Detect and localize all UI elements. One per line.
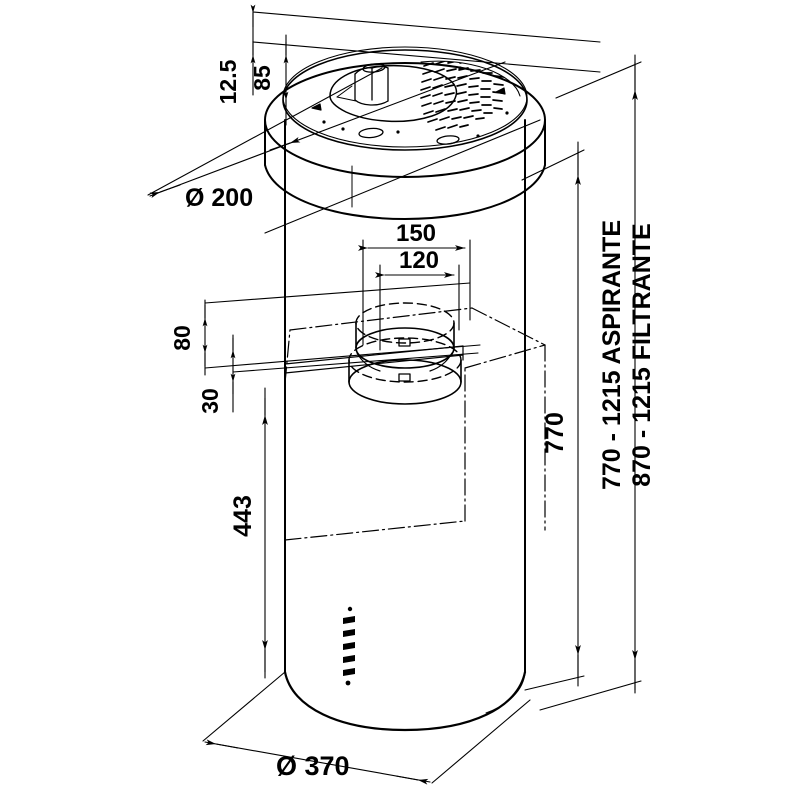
- dimension-30: [230, 334, 479, 413]
- dim-label-30: 30: [197, 388, 223, 414]
- dimension-770: [521, 141, 585, 691]
- dimension-120: [375, 264, 460, 351]
- dim-label-120: 120: [399, 247, 439, 274]
- dim-label-aspirante: 770 - 1215 ASPIRANTE: [598, 220, 626, 490]
- control-panel-buttons[interactable]: [343, 606, 355, 686]
- dimension-150: [358, 239, 471, 346]
- dimension-overall-range: [539, 54, 642, 711]
- dim-label-150: 150: [396, 220, 436, 247]
- dimension-12-5: [250, 4, 601, 96]
- dim-label-443: 443: [229, 495, 257, 537]
- dim-label-dia-200: Ø 200: [185, 184, 253, 212]
- dimension-80: [202, 282, 481, 376]
- duct-outlet-rings: [348, 302, 462, 405]
- internal-filter-box-hidden: [284, 307, 546, 541]
- dimension-dia-200: [147, 61, 541, 234]
- dim-label-filtrante: 870 - 1215 FILTRANTE: [628, 223, 656, 487]
- dim-label-80: 80: [169, 325, 195, 351]
- top-collar-cylinder: [264, 62, 546, 220]
- dim-label-770: 770: [541, 412, 569, 454]
- dim-label-12-5: 12.5: [215, 59, 241, 104]
- dim-label-85: 85: [249, 65, 275, 91]
- top-cover-plate: [282, 46, 528, 151]
- dimension-dia-370: [202, 671, 531, 785]
- main-cylinder-body: [283, 119, 527, 732]
